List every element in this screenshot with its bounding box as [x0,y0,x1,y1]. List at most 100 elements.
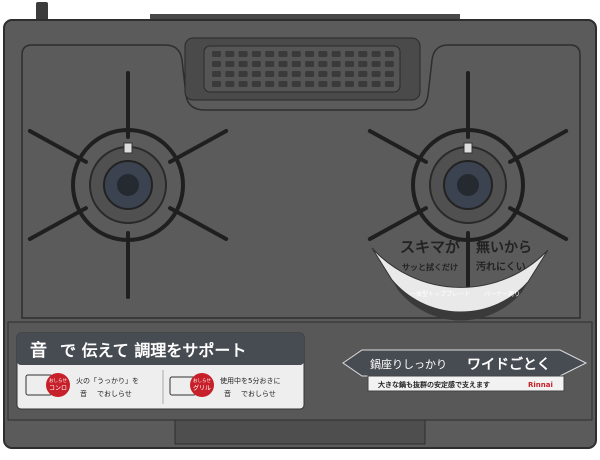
trivet-arm [27,206,88,241]
trivet-arm [168,206,229,241]
grill-door[interactable] [174,419,426,445]
item-sound: 音 [80,389,87,398]
vent-hole [265,51,275,57]
item-line2: でおしらせ [241,390,276,398]
burner-right [367,71,569,299]
vent-hole [345,61,354,67]
grill-vent [184,37,421,101]
vent-hole [331,61,341,67]
vent-hole [358,71,368,77]
trivet-ring [411,128,525,242]
vent-hole [278,71,288,77]
arc-left-sub: サッと拭くだけ [402,262,458,272]
vent-hole [265,81,275,87]
vent-hole [291,81,301,87]
vent-hole [384,61,394,67]
vent-hole [251,51,261,57]
wide-trivet-banner: 鍋座りしっかり ワイドごとく 大きな鍋も抜群の安定感で支えます Rinnai [342,349,588,392]
item-line2: でおしらせ [97,390,132,398]
vent-hole [225,71,235,77]
vent-hole [265,71,275,77]
vent-hole [238,71,248,77]
trivet-arm [27,129,88,164]
item-line1: 火の「うっかり」を [76,377,139,385]
vent-hole [251,71,261,77]
vent-hole [305,81,315,87]
burner-center [457,174,479,196]
burner-center [117,174,139,196]
vent-hole [291,51,301,57]
vent-hole [225,61,235,67]
trivet-arm [367,129,428,164]
sound-word: 音 [30,340,47,361]
badge-bottom-text: グリル [193,384,211,392]
vent-hole [305,61,315,67]
vent-hole [278,81,288,87]
vent-hole [265,61,275,67]
vent-hole [345,71,354,77]
vent-hole [371,81,381,87]
vent-hole [238,81,248,87]
arc-right-sub: 汚れにくい [476,260,526,273]
banner-headline: で 伝えて 調理をサポート [60,341,246,360]
vent-hole [371,71,381,77]
vent-hole [345,81,354,87]
trivet-arm [168,129,229,164]
burner-left [27,71,229,299]
vent-hole [251,81,261,87]
vent-hole [278,51,288,57]
vent-hole [212,61,221,67]
item-line1: 使用中を5分おきに [220,376,280,385]
vent-hole [212,81,221,87]
vent-hole [358,81,368,87]
ignition-knob[interactable] [36,2,48,22]
vent-hole [212,71,221,77]
arc-left-main: スキマが [400,238,461,256]
vent-hole [371,61,381,67]
vent-hole [331,81,341,87]
vent-hole [238,51,248,57]
vent-hole [225,51,235,57]
temp-sensor [463,142,473,154]
sound-support-banner: 音 で 伝えて 調理をサポート おしらせ コンロ 火の「うっかり」を 音 でおし… [16,332,305,410]
vent-hole [278,61,288,67]
vent-hole [238,61,248,67]
feature-arc-label: スキマが サッと拭くだけ 一体型トッププレート 無いから 汚れにくい バーナー周… [371,238,549,321]
vent-hole [331,71,341,77]
badge-top-text: おしらせ [49,377,67,384]
arc-right-caption: バーナー周り [484,291,520,298]
vent-hole [212,51,221,57]
vent-hole [251,61,261,67]
banner-subline: 大きな鍋も抜群の安定感で支えます [378,380,490,389]
trivet-arm [508,206,569,241]
vent-hole [371,51,381,57]
trivet-arm [367,206,428,241]
temp-sensor [123,142,133,154]
banner-headline-b: ワイドごとく [467,356,551,373]
arc-right-main: 無いから [476,239,532,256]
vent-hole [225,81,235,87]
top-plate-outline [21,44,581,319]
vent-hole [384,81,394,87]
trivet-ring [71,128,185,242]
trivet-arm [508,129,569,164]
vent-hole [318,71,328,77]
vent-hole [331,51,341,57]
banner-headline-a: 鍋座りしっかり [370,357,447,371]
badge-konro [46,373,70,397]
vent-hole [384,71,394,77]
vent-hole [318,51,328,57]
vent-hole [291,61,301,67]
badge-grill [190,373,214,397]
brand-logo: Rinnai [528,381,553,389]
vent-hole [358,51,368,57]
vent-hole [318,61,328,67]
vent-hole [305,71,315,77]
vent-hole [305,51,315,57]
vent-hole [291,71,301,77]
vent-hole [358,61,368,67]
arc-left-caption: 一体型トッププレート [410,290,470,298]
vent-hole [384,51,394,57]
item-sound: 音 [224,389,231,398]
